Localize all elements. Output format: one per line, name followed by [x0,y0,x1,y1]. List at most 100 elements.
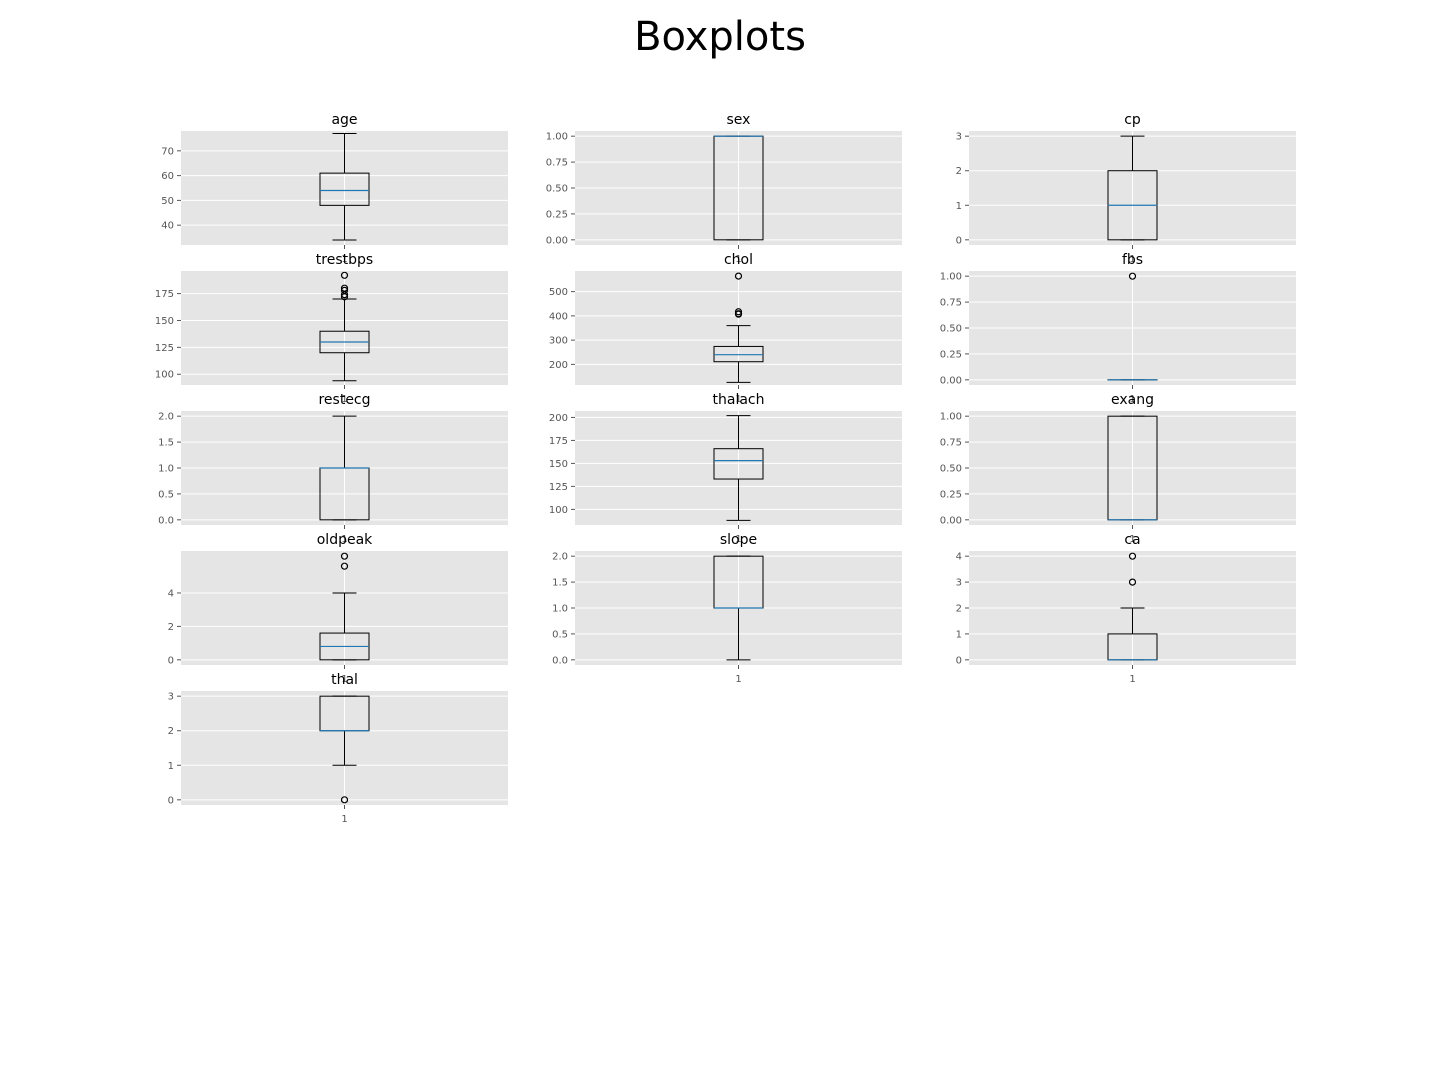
chol-box [713,345,764,363]
age-ytick-label: 50 [161,196,174,207]
exang-ytick-label: 0.50 [940,464,962,475]
trestbps-outlier [340,286,349,294]
thalach-ytick-label: 150 [549,459,568,470]
fbs-ytick-label: 0.25 [940,349,962,360]
chol-outlier [734,308,743,316]
thal-outlier [340,796,349,804]
restecg-ytick-label: 2.0 [158,412,174,423]
slope-ytick-label: 1.5 [552,578,568,589]
cp-title: cp [1124,112,1141,128]
chol-ytick-label: 500 [549,287,568,298]
trestbps-ytick-label: 100 [155,370,174,381]
chol-xtick-label: 1 [735,394,741,405]
fbs-xtick-label: 1 [1129,394,1135,405]
exang-xtick-label: 1 [1129,534,1135,545]
fbs-outlier [1128,272,1137,280]
sex-ytick-label: 0.25 [546,209,568,220]
fbs-ytick-label: 0.50 [940,324,962,335]
age-title: age [331,112,357,128]
cp-ytick-label: 2 [956,166,962,177]
exang-ytick-label: 1.00 [940,412,962,423]
trestbps-ytick-label: 175 [155,289,174,300]
chol-ytick-label: 300 [549,336,568,347]
ca-ytick-label: 2 [956,604,962,615]
ca-ytick-label: 0 [956,655,962,666]
cp-ytick-label: 1 [956,201,962,212]
thalach-ytick-label: 200 [549,413,568,424]
sex-xtick-label: 1 [735,254,741,265]
fbs-ytick-label: 0.00 [940,375,962,386]
cp-ytick-label: 0 [956,235,962,246]
trestbps-xtick-label: 1 [341,394,347,405]
cp-xtick-label: 1 [1129,254,1135,265]
thal-title: thal [331,672,358,688]
restecg-xtick-label: 1 [341,534,347,545]
oldpeak-ytick-label: 4 [168,588,174,599]
chol-title: chol [724,252,753,268]
exang-ytick-label: 0.75 [940,438,962,449]
sex-title: sex [727,112,751,128]
exang-ytick-label: 0.25 [940,489,962,500]
restecg-title: restecg [318,392,370,408]
sex-ytick-label: 1.00 [546,132,568,143]
age-ytick-label: 40 [161,221,174,232]
restecg-ytick-label: 0.5 [158,489,174,500]
thal-xtick-label: 1 [341,814,347,825]
slope-ytick-label: 0.5 [552,629,568,640]
ca-ytick-label: 4 [956,552,962,563]
thalach-title: thalach [713,392,765,408]
age-ytick-label: 70 [161,146,174,157]
oldpeak-ytick-label: 0 [168,655,174,666]
trestbps-outlier [340,271,349,279]
oldpeak-title: oldpeak [317,532,373,548]
slope-ytick-label: 1.0 [552,604,568,615]
slope-title: slope [720,532,757,548]
ca-ytick-label: 3 [956,578,962,589]
sex-ytick-label: 0.50 [546,184,568,195]
trestbps-ytick-label: 150 [155,316,174,327]
chol-outlier [734,272,743,280]
oldpeak-ytick-label: 2 [168,622,174,633]
chol-ytick-label: 200 [549,360,568,371]
slope-xtick-label: 1 [735,674,741,685]
fbs-ytick-label: 0.75 [940,298,962,309]
sex-ytick-label: 0.00 [546,235,568,246]
age-box [319,172,370,206]
thalach-ytick-label: 125 [549,482,568,493]
thalach-xtick-label: 1 [735,534,741,545]
restecg-ytick-label: 1.0 [158,464,174,475]
ca-title: ca [1124,532,1140,548]
age-xtick-label: 1 [341,254,347,265]
trestbps-ytick-label: 125 [155,343,174,354]
ca-outlier [1128,552,1137,560]
fbs-ytick-label: 1.00 [940,272,962,283]
chol-ytick-label: 400 [549,311,568,322]
sex-ytick-label: 0.75 [546,158,568,169]
thal-ytick-label: 2 [168,726,174,737]
ca-xtick-label: 1 [1129,674,1135,685]
age-ytick-label: 60 [161,171,174,182]
ca-outlier [1128,578,1137,586]
cp-ytick-label: 3 [956,132,962,143]
trestbps-outlier [340,284,349,292]
oldpeak-outlier [340,552,349,560]
fbs-title: fbs [1122,252,1143,268]
oldpeak-xtick-label: 1 [341,674,347,685]
thal-ytick-label: 1 [168,761,174,772]
thal-ytick-label: 3 [168,692,174,703]
figure-title: Boxplots [634,14,806,60]
exang-title: exang [1111,392,1154,408]
exang-ytick-label: 0.00 [940,515,962,526]
thalach-ytick-label: 100 [549,505,568,516]
thalach-ytick-label: 175 [549,436,568,447]
slope-ytick-label: 2.0 [552,552,568,563]
oldpeak-outlier [340,562,349,570]
trestbps-title: trestbps [316,252,373,268]
thalach-box [713,448,764,480]
restecg-ytick-label: 0.0 [158,515,174,526]
thal-ytick-label: 0 [168,795,174,806]
slope-ytick-label: 0.0 [552,655,568,666]
ca-ytick-label: 1 [956,629,962,640]
restecg-ytick-label: 1.5 [158,438,174,449]
